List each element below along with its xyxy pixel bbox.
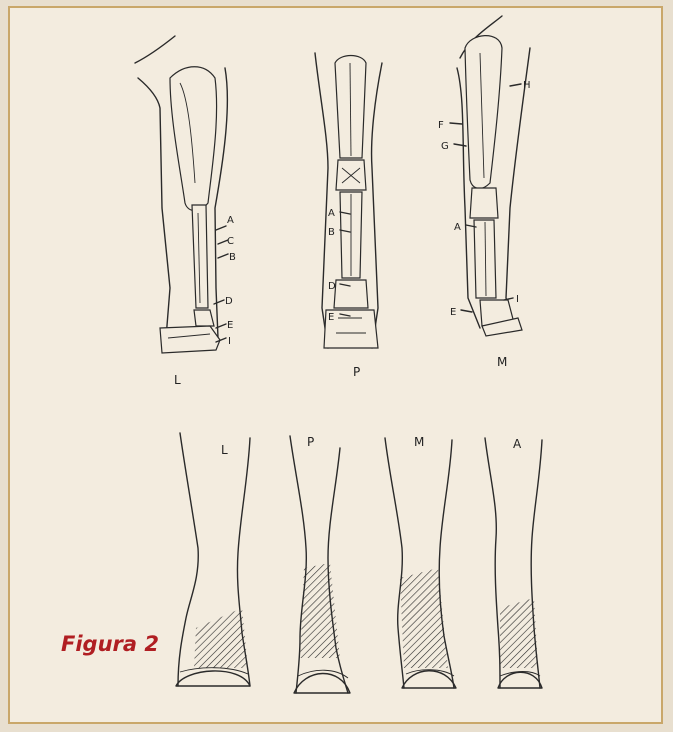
label-E: E <box>227 320 233 331</box>
label-B: B <box>328 227 335 238</box>
leg-label-A: A <box>513 437 522 451</box>
label-C: C <box>227 236 234 247</box>
view-label-L: L <box>174 373 181 387</box>
label-B: B <box>229 252 236 263</box>
leg-view-A <box>485 438 542 688</box>
skeleton-lateral <box>135 36 227 353</box>
view-label-M: M <box>497 355 507 369</box>
figure-frame: A C B D E I L A B D E P H F G A E I M L … <box>8 6 663 724</box>
leg-label-M: M <box>414 435 424 449</box>
label-F: F <box>438 120 444 131</box>
skeleton-palmar <box>315 53 382 348</box>
label-G: G <box>441 141 449 152</box>
label-E: E <box>328 312 334 323</box>
label-D: D <box>225 296 233 307</box>
label-H: H <box>523 80 531 91</box>
label-A: A <box>328 208 335 219</box>
label-D: D <box>328 281 336 292</box>
label-A: A <box>227 215 234 226</box>
label-A: A <box>454 222 461 233</box>
leg-label-P: P <box>307 435 314 449</box>
figure-caption: Figura 2 <box>61 632 159 656</box>
leg-view-L <box>176 433 250 686</box>
view-label-P: P <box>353 365 360 379</box>
label-I: I <box>228 336 231 347</box>
label-I: I <box>516 294 519 305</box>
skeleton-medial <box>457 16 530 336</box>
label-E: E <box>450 307 456 318</box>
leg-view-M <box>385 438 456 688</box>
leg-label-L: L <box>221 443 228 457</box>
figure-illustration: A C B D E I L A B D E P H F G A E I M L … <box>10 8 665 726</box>
leg-view-P <box>290 436 350 693</box>
